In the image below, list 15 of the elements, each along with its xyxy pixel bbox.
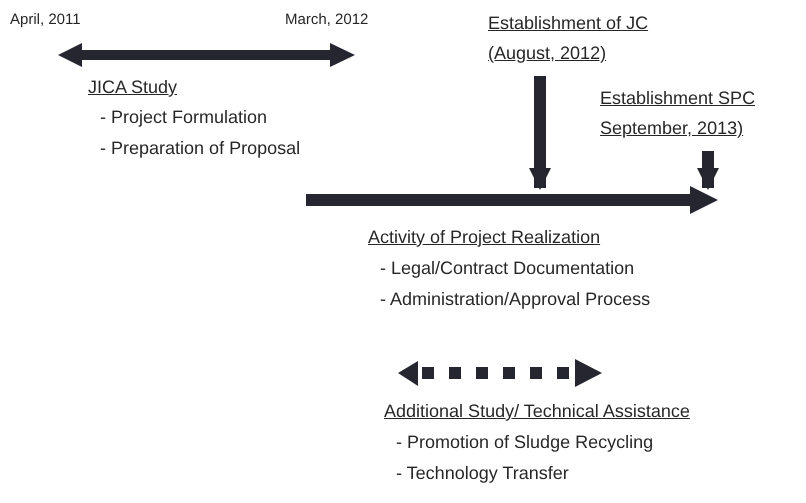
list-item: - Promotion of Sludge Recycling [396,431,654,454]
phase-heading: JICA Study [88,76,178,99]
arrow [529,76,551,190]
date-label: April, 2011 [10,10,81,30]
list-item: - Administration/Approval Process [380,288,650,311]
date-label: March, 2012 [285,10,368,30]
list-item: - Technology Transfer [396,462,569,485]
phase-heading: Additional Study/ Technical Assistance [384,400,690,423]
list-item: - Project Formulation [100,106,268,129]
arrow [697,151,719,190]
phase-heading: Activity of Project Realization [368,226,600,249]
list-item: - Legal/Contract Documentation [380,257,634,280]
milestone-label: Establishment SPC September, 2013) [600,87,756,140]
milestone-label: Establishment of JC (August, 2012) [488,12,650,65]
list-item: - Preparation of Proposal [100,137,300,160]
